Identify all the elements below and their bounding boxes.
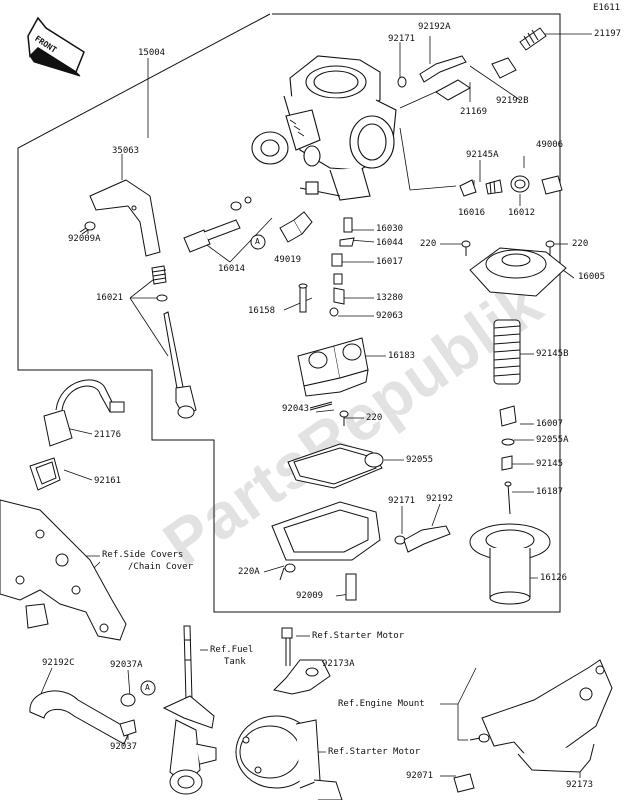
assembly-outline	[17, 13, 561, 613]
part-label-92192a: 92192A	[418, 22, 451, 32]
part-label-16021: 16021	[96, 293, 124, 303]
part-label-13280: 13280	[376, 293, 404, 303]
part-label-92173a: 92173A	[322, 659, 355, 669]
part-label-15004: 15004	[138, 48, 166, 58]
part-label-92145: 92145	[536, 459, 564, 469]
part-label-220a: 220A	[238, 567, 260, 577]
callout-a-upper: A	[255, 237, 260, 246]
part-label-16007: 16007	[536, 419, 564, 429]
part-label-35063: 35063	[112, 146, 140, 156]
float-bowl	[271, 501, 381, 601]
part-label-92055: 92055	[406, 455, 434, 465]
screw-92009a	[79, 221, 96, 235]
part-label-92161: 92161	[94, 476, 122, 486]
needle-parts	[499, 405, 517, 515]
part-label-21169: 21169	[460, 107, 488, 117]
part-label-92192c: 92192C	[42, 658, 75, 668]
callout-a-lower: A	[145, 683, 150, 692]
part-label-92171-bottom: 92171	[388, 496, 416, 506]
part-label-16017: 16017	[376, 257, 404, 267]
ref-fuel-tank-line2: Tank	[224, 657, 246, 667]
cover-16005	[469, 247, 567, 297]
part-label-92192b: 92192B	[496, 96, 529, 106]
fuel-hose-92192c	[29, 690, 137, 745]
part-label-16183: 16183	[388, 351, 416, 361]
part-label-220-left: 220	[420, 239, 437, 249]
part-label-92009: 92009	[296, 591, 324, 601]
part-label-16014: 16014	[218, 264, 246, 274]
idle-screw-parts	[459, 175, 563, 197]
front-arrow-icon	[27, 16, 85, 77]
spring-92145b	[493, 319, 521, 385]
part-label-220-mid: 220	[366, 413, 383, 423]
ref-engine-mount: Ref.Engine Mount	[338, 699, 425, 709]
pin-92043	[309, 401, 349, 426]
jet-needle-16014	[183, 196, 252, 253]
part-label-16158: 16158	[248, 306, 276, 316]
part-label-16126: 16126	[540, 573, 568, 583]
part-label-92071: 92071	[406, 771, 434, 781]
part-49019	[279, 211, 313, 243]
starter-housing	[235, 715, 343, 800]
part-label-92145a: 92145A	[466, 150, 499, 160]
part-label-16016: 16016	[458, 208, 486, 218]
part-label-92055a: 92055A	[536, 435, 569, 445]
ref-starter-motor-bottom: Ref.Starter Motor	[328, 747, 421, 757]
part-label-92173: 92173	[566, 780, 594, 790]
ref-fuel-tank-line1: Ref.Fuel	[210, 645, 254, 655]
part-label-16044: 16044	[376, 238, 404, 248]
part-label-92063: 92063	[376, 311, 404, 321]
cable-parts-top-right	[397, 27, 547, 101]
diagram-code: E1611	[593, 3, 621, 13]
gasket-92055	[287, 443, 384, 489]
part-label-92009a: 92009A	[68, 234, 101, 244]
drain-hose-92192	[394, 525, 451, 553]
ref-starter-motor-top: Ref.Starter Motor	[312, 631, 405, 641]
part-label-92037a: 92037A	[110, 660, 143, 670]
part-label-92171-top: 92171	[388, 34, 416, 44]
part-label-21176: 21176	[94, 430, 122, 440]
part-label-92043: 92043	[282, 404, 310, 414]
piston-16126	[469, 523, 551, 605]
jets-group	[298, 217, 355, 317]
part-label-92192: 92192	[426, 494, 454, 504]
part-label-16005: 16005	[578, 272, 606, 282]
part-label-49019: 49019	[274, 255, 302, 265]
screws-220	[461, 240, 555, 256]
starter-bracket-92173a	[273, 627, 331, 695]
float-16183	[297, 337, 369, 397]
part-label-16187: 16187	[536, 487, 564, 497]
connector-21176	[29, 379, 125, 491]
spring-16021	[151, 265, 197, 419]
part-label-16030: 16030	[376, 224, 404, 234]
part-label-92145b: 92145B	[536, 349, 569, 359]
fuel-cock	[162, 625, 217, 795]
carburetor-body	[251, 55, 397, 201]
part-label-21197: 21197	[594, 29, 622, 39]
ref-side-covers: Ref.Side Covers	[102, 550, 184, 560]
bracket-35063	[89, 179, 161, 257]
frame-bracket	[0, 499, 127, 641]
ref-chain-cover: /Chain Cover	[128, 562, 194, 572]
engine-mount-92173	[453, 659, 613, 793]
part-label-220-right: 220	[572, 239, 589, 249]
part-label-92037: 92037	[110, 742, 138, 752]
callout-circles	[140, 234, 266, 696]
part-label-49006: 49006	[536, 140, 564, 150]
part-label-16012: 16012	[508, 208, 536, 218]
